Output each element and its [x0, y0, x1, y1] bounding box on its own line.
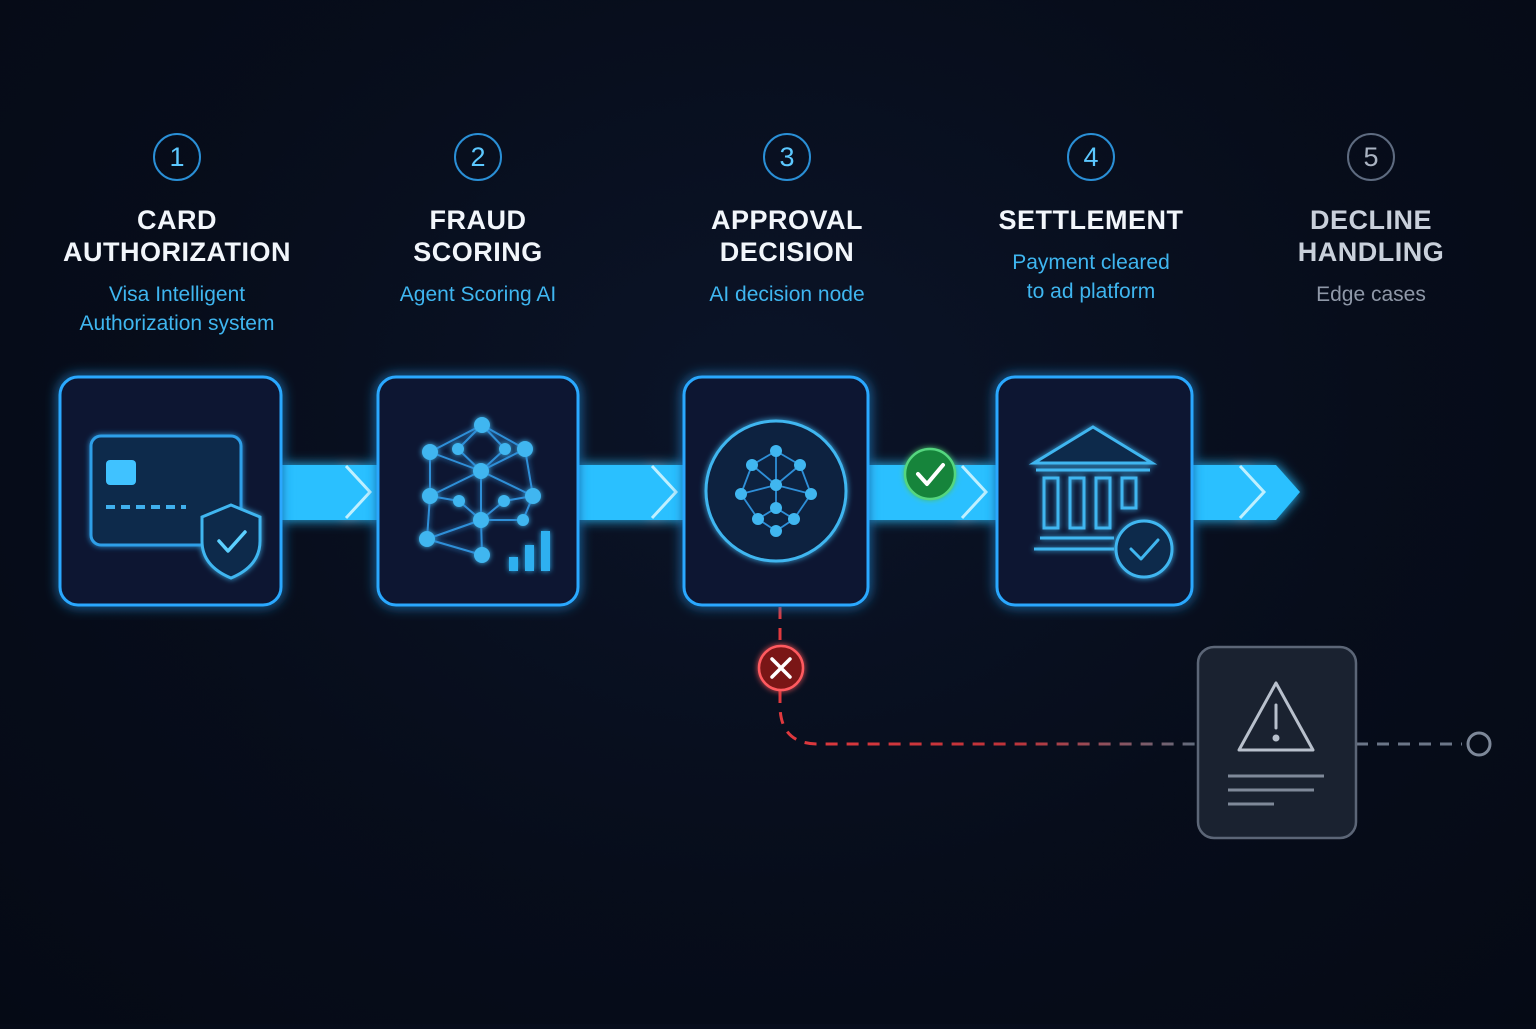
step-subtitle: Visa Intelligent Authorization system	[79, 283, 275, 335]
chevron-right-icon	[1238, 464, 1267, 520]
step-1-box	[58, 375, 283, 607]
step-4-header: 4 SETTLEMENT Payment cleared to ad platf…	[941, 133, 1241, 306]
chevron-right-icon	[960, 464, 989, 520]
step-2-box	[376, 375, 580, 607]
step-title: SETTLEMENT	[998, 205, 1184, 235]
step-3-header: 3 APPROVAL DECISION AI decision node	[637, 133, 937, 309]
ai-globe-node-icon	[704, 419, 848, 563]
step-subtitle: Agent Scoring AI	[399, 283, 557, 306]
step-title: CARD AUTHORIZATION	[63, 205, 291, 267]
flow-connectors	[280, 464, 1300, 520]
step-5-box	[1196, 645, 1358, 840]
step-3-box	[682, 375, 870, 607]
decline-path	[778, 607, 1492, 757]
step-subtitle: Payment cleared to ad platform	[1012, 251, 1170, 303]
step-1-header: 1 CARD AUTHORIZATION Visa Intelligent Au…	[27, 133, 327, 338]
step-number-badge: 1	[153, 133, 201, 181]
connector-1-2	[280, 465, 380, 520]
step-subtitle: AI decision node	[709, 283, 865, 306]
step-title: APPROVAL DECISION	[710, 205, 863, 267]
warning-document-icon	[1228, 681, 1324, 806]
connector-4-end	[1192, 465, 1300, 520]
step-5-header: 5 DECLINE HANDLING Edge cases	[1221, 133, 1521, 309]
connector-2-3	[578, 465, 686, 520]
step-number-badge: 5	[1347, 133, 1395, 181]
step-2-header: 2 FRAUD SCORING Agent Scoring AI	[328, 133, 628, 309]
step-title: FRAUD SCORING	[413, 205, 543, 267]
step-number-badge: 3	[763, 133, 811, 181]
step-number-badge: 4	[1067, 133, 1115, 181]
chevron-right-icon	[650, 464, 679, 520]
credit-card-shield-icon	[89, 434, 262, 580]
declined-x-icon	[757, 644, 805, 692]
approved-check-icon	[903, 447, 957, 501]
step-subtitle: Edge cases	[1316, 283, 1426, 306]
step-title: DECLINE HANDLING	[1297, 205, 1445, 267]
chevron-right-icon	[344, 464, 373, 520]
bank-check-icon	[1028, 425, 1174, 579]
step-number-badge: 2	[454, 133, 502, 181]
neural-network-chart-icon	[419, 417, 550, 571]
end-node	[1466, 731, 1492, 757]
step-4-box	[995, 375, 1194, 607]
